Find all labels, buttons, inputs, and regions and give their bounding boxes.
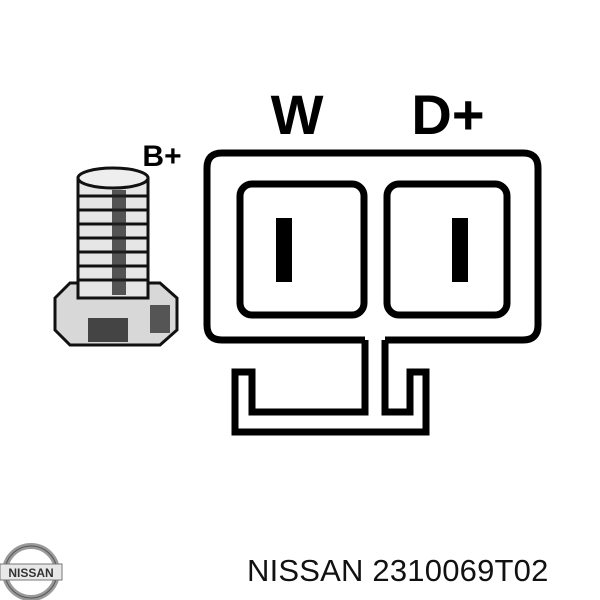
- connector-housing: [203, 149, 542, 436]
- bolt-terminal-icon: [53, 166, 179, 347]
- w-socket: [236, 180, 368, 319]
- w-pin: [276, 218, 292, 282]
- label-b-plus: B+: [142, 140, 181, 173]
- nissan-logo: NISSAN: [0, 543, 63, 600]
- label-d-plus: D+: [411, 83, 484, 146]
- label-w: W: [271, 83, 324, 146]
- part-number-caption: NISSAN 2310069T02: [247, 553, 549, 588]
- svg-text:NISSAN: NISSAN: [8, 566, 53, 580]
- d-plus-pin: [452, 218, 468, 282]
- d-plus-socket: [383, 180, 511, 319]
